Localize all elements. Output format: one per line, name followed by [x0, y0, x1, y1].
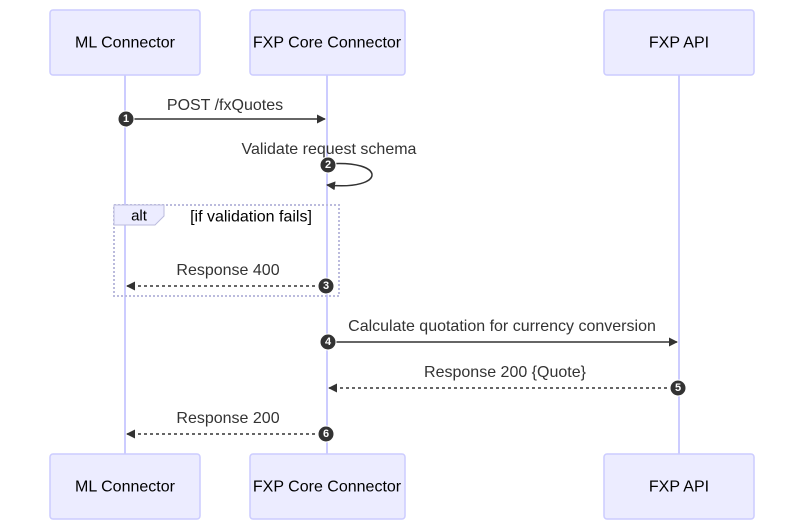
sequence-number-badge — [669, 379, 687, 397]
sequence-number-badge — [117, 110, 135, 128]
message-5: Response 200 {Quote} 5 — [328, 364, 687, 397]
sequence-number: 4 — [325, 336, 332, 348]
alt-condition: [if validation fails] — [190, 209, 312, 226]
message-label: Response 200 — [176, 410, 279, 427]
message-6: Response 200 6 — [126, 410, 335, 443]
actor-label: FXP API — [649, 35, 709, 52]
sequence-number-badge — [317, 425, 335, 443]
sequence-number: 2 — [325, 159, 331, 171]
message-2: Validate request schema 2 — [242, 141, 417, 191]
message-1: POST /fxQuotes 1 — [117, 97, 326, 128]
message-label: Response 200 {Quote} — [424, 364, 587, 381]
actor-label: FXP API — [649, 479, 709, 496]
actor-label: FXP Core Connector — [253, 35, 402, 52]
actor-top-fxp-core-connector: FXP Core Connector — [249, 9, 406, 76]
sequence-number: 5 — [675, 382, 681, 394]
actor-top-fxp-api: FXP API — [603, 9, 755, 76]
message-label: Validate request schema — [242, 141, 417, 158]
actor-label: ML Connector — [75, 479, 176, 496]
alt-label-tab — [113, 204, 165, 226]
alt-label: alt — [131, 208, 148, 225]
actor-top-ml-connector: ML Connector — [49, 9, 201, 76]
sequence-number: 1 — [123, 113, 129, 125]
actor-bottom-ml-connector: ML Connector — [49, 453, 201, 520]
sequence-number-badge — [317, 277, 335, 295]
sequence-number-badge — [319, 333, 337, 351]
message-label: Calculate quotation for currency convers… — [348, 318, 656, 335]
alt-block: alt [if validation fails] — [113, 204, 340, 297]
actor-label: FXP Core Connector — [253, 479, 402, 496]
message-4: Calculate quotation for currency convers… — [319, 318, 678, 351]
actor-bottom-fxp-core-connector: FXP Core Connector — [249, 453, 406, 520]
message-label: POST /fxQuotes — [167, 97, 283, 114]
sequence-number: 3 — [323, 280, 329, 292]
sequence-number-badge — [319, 156, 337, 174]
self-message-arrow — [326, 162, 373, 191]
alt-frame — [113, 204, 340, 297]
sequence-number: 6 — [323, 428, 329, 440]
message-3: Response 400 3 — [126, 262, 335, 295]
actor-label: ML Connector — [75, 35, 176, 52]
message-label: Response 400 — [176, 262, 279, 279]
actor-bottom-fxp-api: FXP API — [603, 453, 755, 520]
